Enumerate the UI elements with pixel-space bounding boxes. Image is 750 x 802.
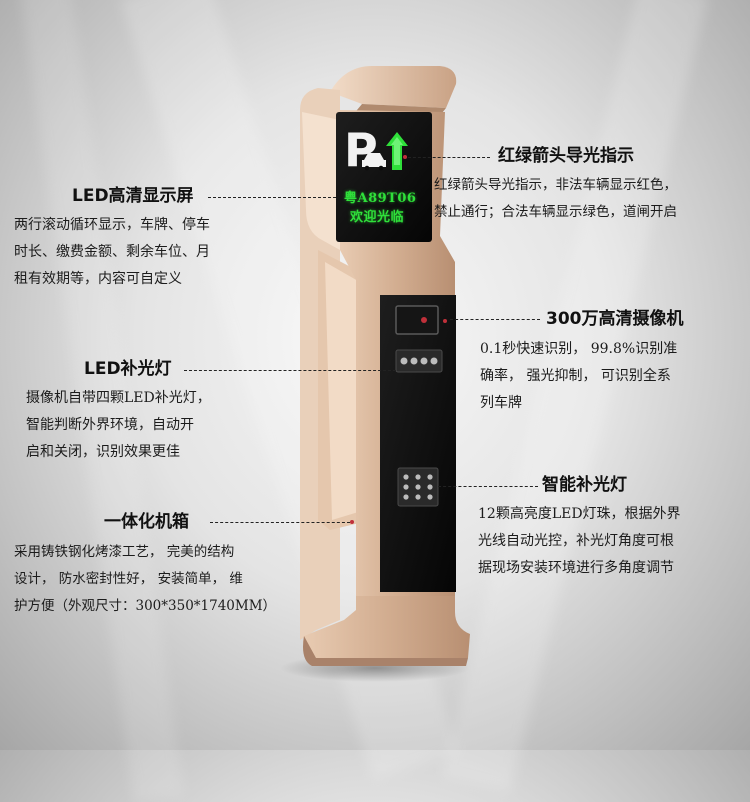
- callout-led-fill-light-title: LED补光灯: [84, 359, 172, 379]
- leader-line: [408, 157, 490, 158]
- desc-line: 启和关闭，识别效果更佳: [26, 444, 180, 460]
- desc-line: 护方便（外观尺寸：300*350*1740MM）: [14, 598, 277, 614]
- body-base: [303, 596, 470, 658]
- leader-line: [208, 197, 336, 198]
- desc-line: 光线自动光控，补光灯角度可根: [478, 533, 674, 549]
- callout-led-fill-light-desc: 摄像机自带四颗LED补光灯， 智能判断外界环境，自动开 启和关闭，识别效果更佳: [26, 385, 286, 466]
- desc-line: 设计， 防水密封性好， 安装简单， 维: [14, 571, 243, 587]
- callout-led-display-title: LED高清显示屏: [72, 186, 194, 206]
- camera-panel: [380, 295, 456, 592]
- screen-plate-text: 粤A89T06: [344, 191, 417, 206]
- camera-lens-dot: [421, 317, 427, 323]
- canopy-top: [330, 66, 457, 108]
- desc-line: 确率， 强光抑制， 可识别全系: [480, 368, 671, 384]
- desc-line: 12颗高亮度LED灯珠，根据外界: [478, 506, 681, 522]
- desc-line: 红绿箭头导光指示，非法车辆显示红色，: [434, 177, 677, 193]
- callout-anchor-dot: [403, 155, 407, 159]
- desc-line: 两行滚动循环显示，车牌、停车: [14, 217, 210, 233]
- desc-line: 0.1秒快速识别， 99.8%识别准: [480, 341, 678, 357]
- leader-line: [184, 370, 396, 371]
- desc-line: 时长、缴费金额、剩余车位、月: [14, 244, 210, 260]
- callout-smart-fill-light-title: 智能补光灯: [542, 475, 627, 495]
- callout-enclosure-desc: 采用铸铁钢化烤漆工艺， 完美的结构 设计， 防水密封性好， 安装简单， 维 护方…: [14, 539, 314, 620]
- leader-line: [450, 319, 540, 320]
- parking-car-icon: [362, 153, 386, 171]
- desc-line: 摄像机自带四颗LED补光灯，: [26, 390, 211, 406]
- led-fill-light-beads: [400, 357, 438, 365]
- callout-arrow-guide-title: 红绿箭头导光指示: [498, 146, 634, 166]
- desc-line: 据现场安装环境进行多角度调节: [478, 560, 674, 576]
- screen-welcome-text: 欢迎光临: [350, 210, 405, 225]
- desc-line: 列车牌: [480, 395, 522, 411]
- callout-smart-fill-light-desc: 12颗高亮度LED灯珠，根据外界 光线自动光控，补光灯角度可根 据现场安装环境进…: [478, 501, 748, 582]
- parking-p-icon: P: [344, 123, 378, 177]
- desc-line: 智能判断外界环境，自动开: [26, 417, 194, 433]
- camera-lens-window: [395, 305, 439, 335]
- callout-anchor-dot: [350, 520, 354, 524]
- callout-led-display-desc: 两行滚动循环显示，车牌、停车 时长、缴费金额、剩余车位、月 租有效期等，内容可自…: [14, 212, 294, 293]
- callout-anchor-dot: [443, 319, 447, 323]
- callout-camera-title: 300万高清摄像机: [546, 309, 684, 329]
- led-fill-light-strip: [395, 349, 443, 373]
- led-display-screen: [336, 112, 432, 242]
- leader-line: [210, 522, 350, 523]
- desc-line: 禁止通行；合法车辆显示绿色，道闸开启: [434, 204, 677, 220]
- green-up-arrow-icon: [386, 132, 408, 170]
- parking-terminal-illustration: P: [280, 66, 470, 682]
- desc-line: 采用铸铁钢化烤漆工艺， 完美的结构: [14, 544, 235, 560]
- desc-line: 租有效期等，内容可自定义: [14, 271, 182, 287]
- callout-enclosure-title: 一体化机箱: [104, 512, 189, 532]
- callout-arrow-guide-desc: 红绿箭头导光指示，非法车辆显示红色， 禁止通行；合法车辆显示绿色，道闸开启: [434, 172, 750, 226]
- smart-fill-light-beads: [403, 474, 433, 500]
- callout-camera-desc: 0.1秒快速识别， 99.8%识别准 确率， 强光抑制， 可识别全系 列车牌: [480, 336, 740, 417]
- leader-line: [438, 486, 538, 487]
